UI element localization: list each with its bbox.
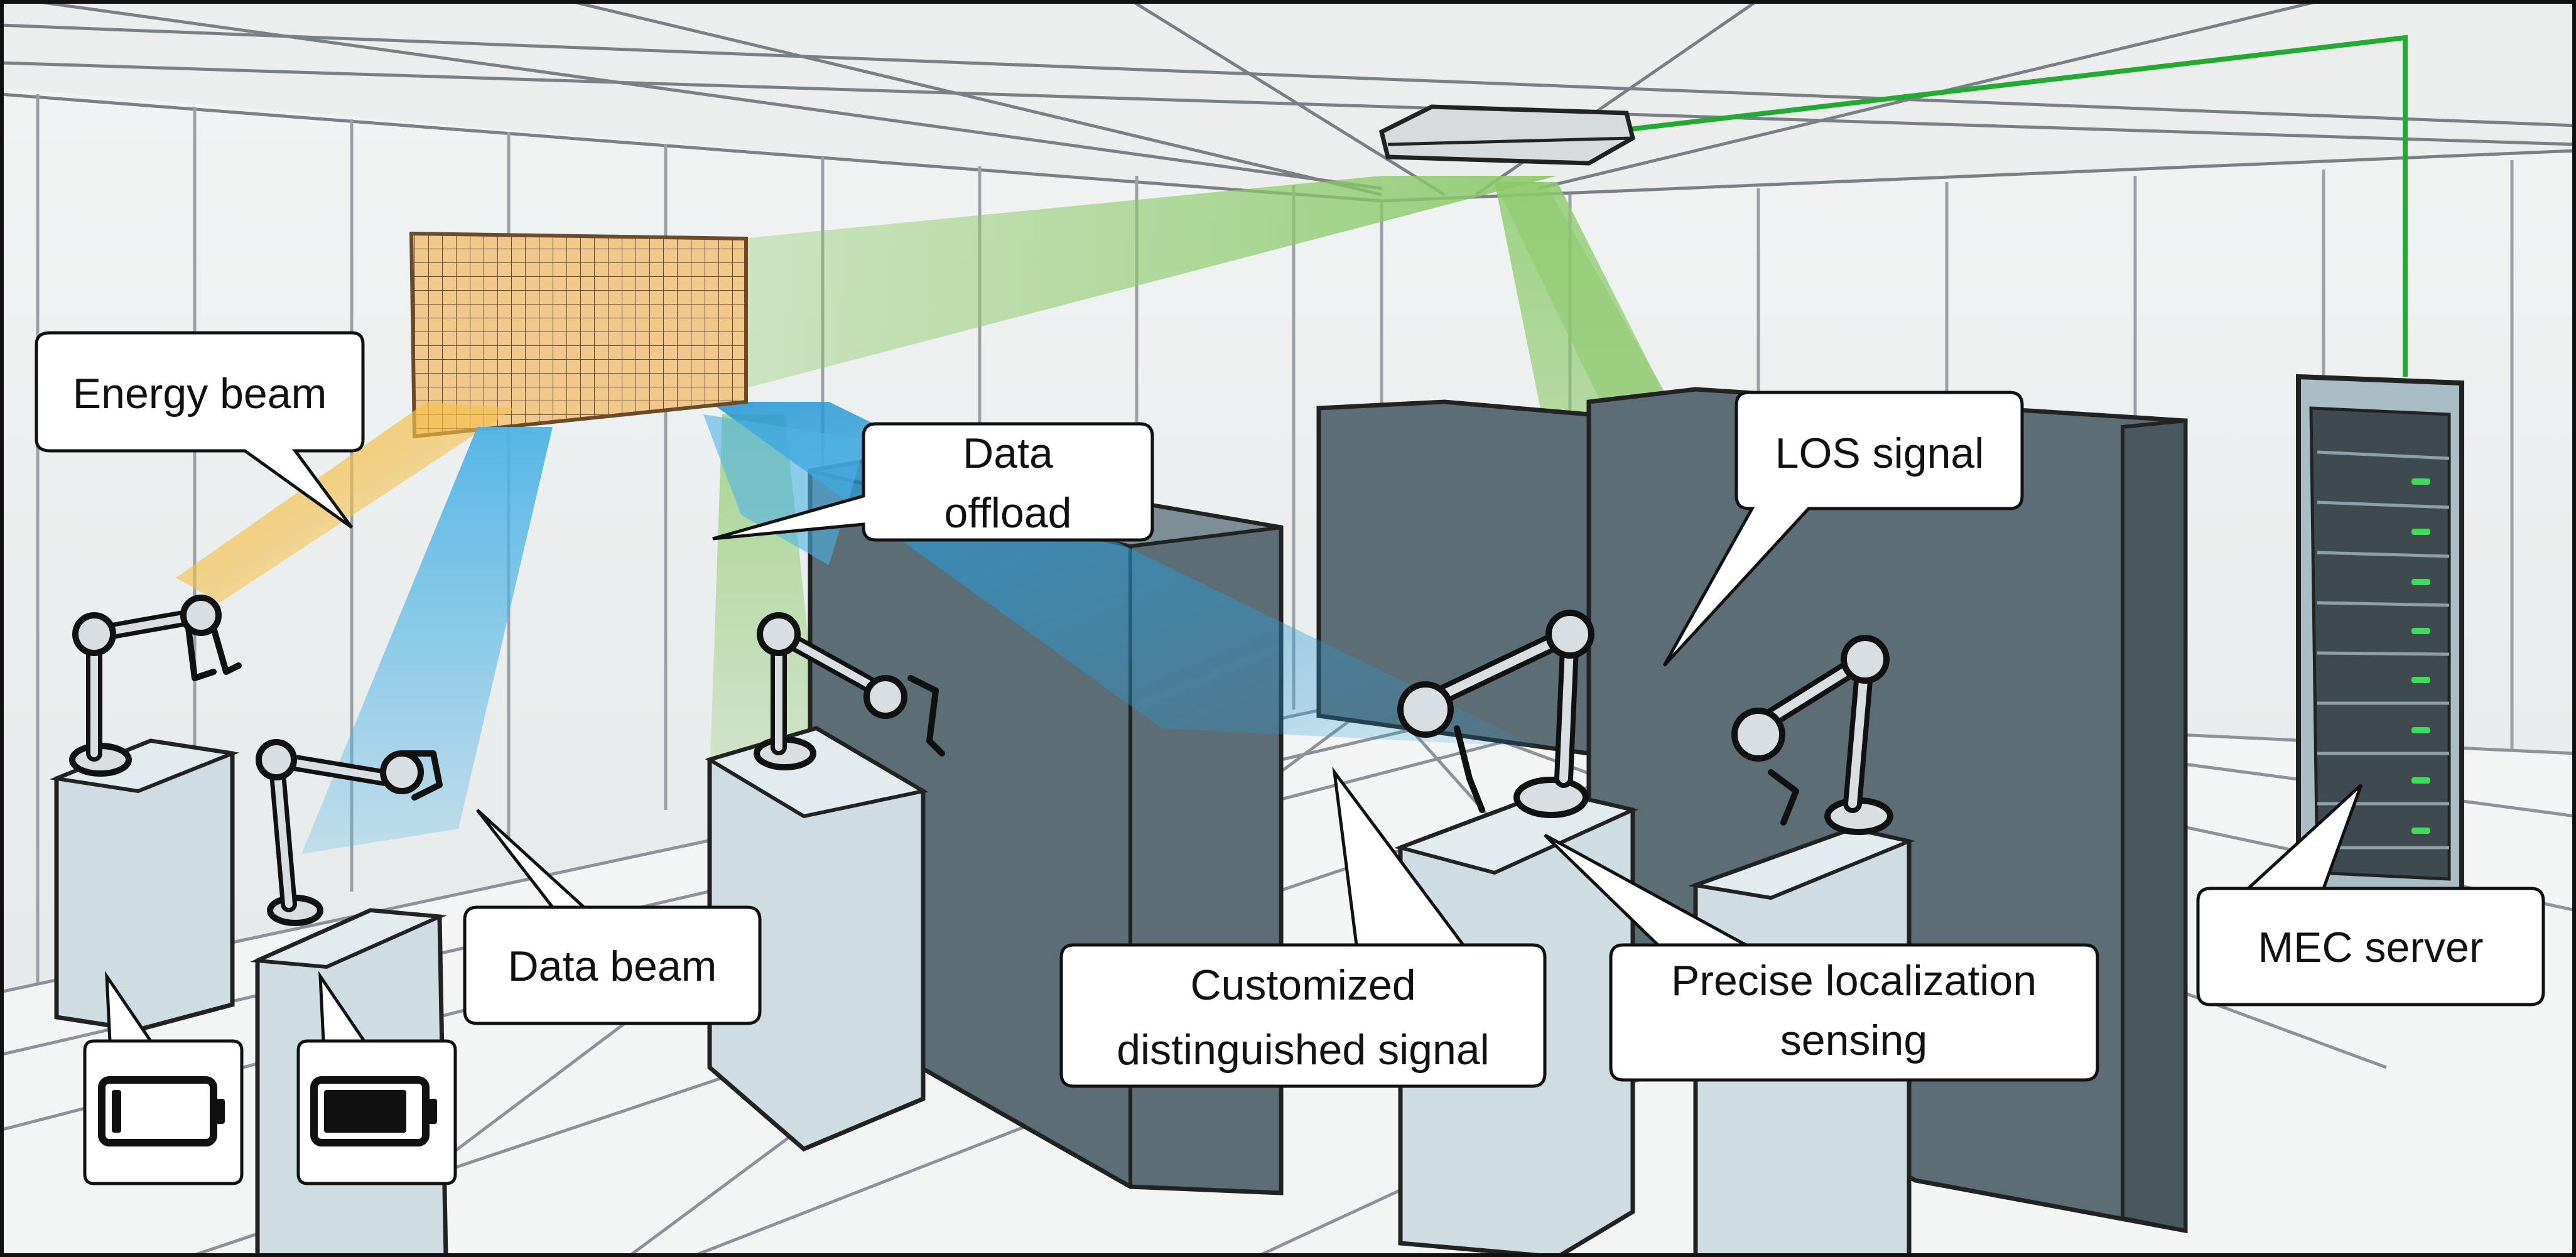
backhaul-cable	[1607, 35, 2408, 377]
robot-arm-2	[256, 739, 443, 926]
data-beam	[301, 427, 553, 854]
pedestal-1	[49, 738, 240, 1032]
data-beam-label: Data beam	[508, 942, 717, 990]
mec-server-rack	[2296, 374, 2464, 932]
callout-data-offload: Data offload	[712, 422, 1154, 542]
precise-localization-label-line2: sensing	[1780, 1017, 1927, 1064]
robot-arm-5	[1731, 635, 1893, 835]
data-offload-label-line2: offload	[944, 489, 1072, 537]
callout-mec-server: MEC server	[2196, 784, 2545, 1006]
energy-beam-label: Energy beam	[73, 370, 327, 418]
callout-data-beam: Data beam	[463, 809, 762, 1025]
customized-signal-label-line1: Customized	[1190, 961, 1415, 1009]
precise-localization-label-line1: Precise localization	[1671, 957, 2037, 1005]
los-signal-label: LOS signal	[1775, 429, 1984, 477]
robot-arm-1	[69, 595, 242, 777]
robot-arm-3	[754, 612, 945, 770]
battery-callout-low	[83, 971, 244, 1185]
battery-callout-full	[296, 971, 457, 1185]
energy-beam	[176, 402, 515, 603]
robot-arm-4	[1397, 610, 1594, 818]
battery-low-icon	[98, 1076, 225, 1146]
callout-los-signal: LOS signal	[1662, 391, 2024, 667]
customized-signal-label-line2: distinguished signal	[1117, 1026, 1490, 1074]
battery-full-fill	[324, 1090, 406, 1133]
callout-customized-signal: Customized distinguished signal	[1059, 766, 1547, 1088]
ceiling-access-point	[1378, 104, 1636, 166]
mec-server-label: MEC server	[2258, 924, 2484, 971]
callout-precise-localization: Precise localization sensing	[1544, 833, 2099, 1082]
battery-low-fill	[112, 1090, 121, 1133]
callout-energy-beam: Energy beam	[35, 331, 365, 529]
battery-full-icon	[310, 1076, 437, 1146]
data-offload-label-line1: Data	[963, 429, 1053, 477]
ris-panel	[409, 231, 748, 439]
